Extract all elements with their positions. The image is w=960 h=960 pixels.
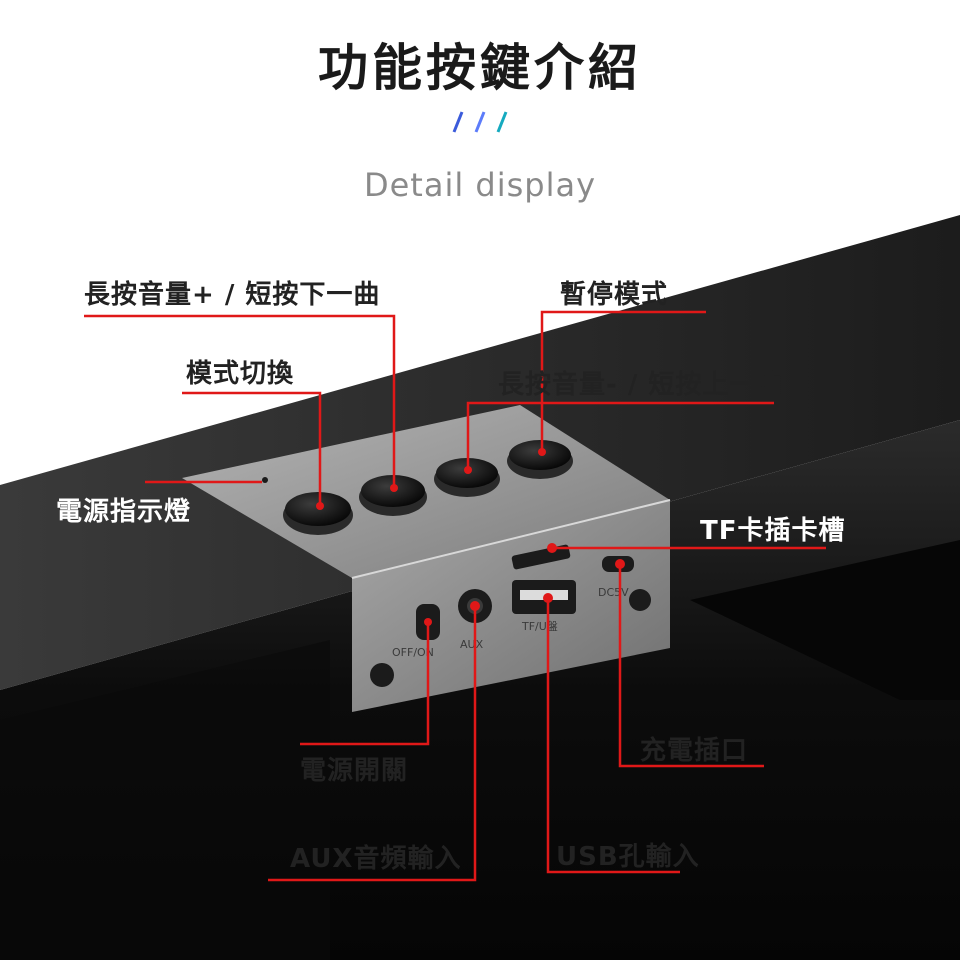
- screw-right: [629, 589, 651, 611]
- bar-right-end: [690, 540, 960, 700]
- label-power-switch: 電源開關: [300, 756, 409, 786]
- label-vol-down-prev: 長按音量- / 短按上一曲: [498, 370, 784, 400]
- button-mode: [283, 492, 353, 535]
- button-pause: [507, 440, 573, 479]
- screw-left: [370, 663, 394, 687]
- button-prev: [434, 458, 500, 497]
- label-usb-input: USB孔輸入: [556, 842, 700, 872]
- slash-3: [496, 111, 508, 133]
- marking-off-on: OFF/ON: [392, 646, 434, 659]
- marking-usb: TF/U盤: [521, 620, 558, 633]
- decorative-slashes: [452, 111, 508, 133]
- power-indicator-led: [262, 477, 268, 483]
- label-vol-up-next: 長按音量+ / 短按下一曲: [84, 280, 381, 310]
- label-power-indicator: 電源指示燈: [56, 497, 192, 527]
- label-tf-slot: TF卡插卡槽: [700, 516, 846, 546]
- bar-left-shade: [0, 640, 330, 960]
- power-switch: [416, 604, 440, 640]
- dc-port: [602, 556, 634, 572]
- label-mode-switch: 模式切換: [186, 359, 295, 389]
- page-subtitle: Detail display: [363, 166, 597, 204]
- page-title: 功能按鍵介紹: [318, 39, 642, 97]
- button-next: [359, 475, 427, 516]
- marking-dc: DC5V: [598, 586, 629, 599]
- label-aux-input: AUX音頻輸入: [290, 844, 462, 874]
- marking-aux: AUX: [460, 638, 484, 651]
- slash-1: [452, 111, 464, 133]
- label-charge-port: 充電插口: [640, 736, 749, 766]
- label-pause-mode: 暫停模式: [560, 280, 669, 310]
- slash-2: [474, 111, 486, 133]
